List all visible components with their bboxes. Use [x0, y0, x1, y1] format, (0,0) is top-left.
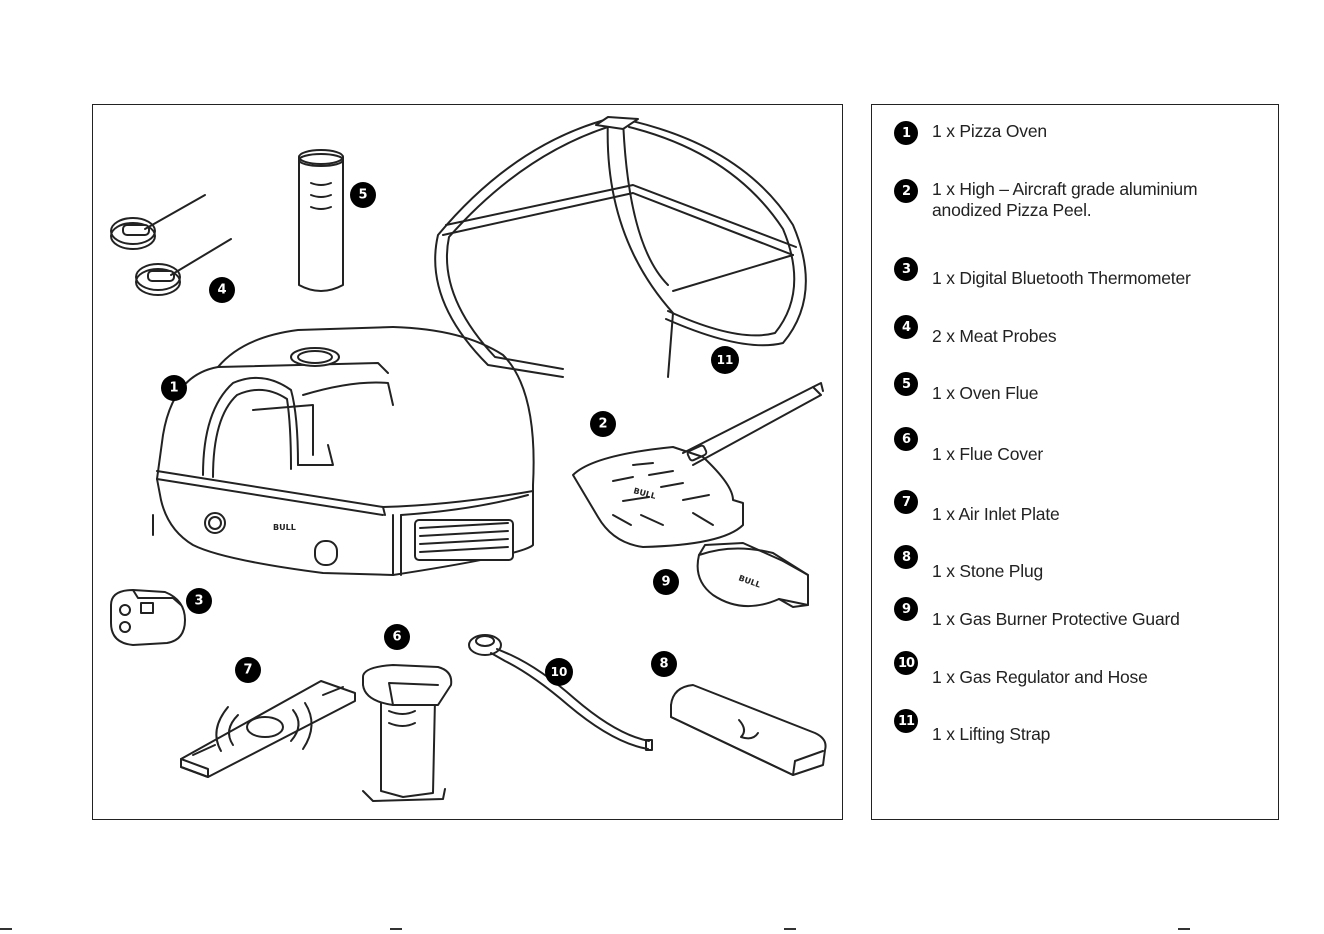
burner-guard-drawing — [696, 542, 809, 608]
badge-7-text: 7 — [243, 663, 252, 678]
badge-3-text: 3 — [194, 594, 203, 609]
parts-illustration: 11 — [110, 116, 827, 802]
badge-5-text: 5 — [358, 188, 367, 203]
list-number-badge: 3 — [894, 257, 918, 281]
list-item-text: 1 x Air Inlet Plate — [932, 504, 1060, 524]
stone-plug-drawing — [670, 684, 827, 776]
page-edge-mark — [1178, 928, 1190, 930]
list-item-text: 1 x Digital Bluetooth Thermometer — [932, 268, 1191, 288]
lifting-strap-drawing — [434, 116, 807, 378]
badge-1-text: 1 — [169, 381, 178, 396]
list-item-text: 1 x Lifting Strap — [932, 724, 1051, 744]
list-item-text: 1 x Pizza Oven — [932, 121, 1047, 141]
air-inlet-plate-drawing — [180, 680, 356, 778]
list-item-text: 1 x Gas Regulator and Hose — [932, 667, 1148, 687]
badge-8-text: 8 — [659, 657, 668, 672]
page-edge-mark — [784, 928, 796, 930]
list-number-badge: 9 — [894, 597, 918, 621]
pizza-peel-drawing — [572, 382, 824, 548]
badge-11-text: 11 — [717, 353, 734, 367]
badge-6-text: 6 — [392, 630, 401, 645]
list-item-text: 1 x Stone Plug — [932, 561, 1044, 581]
badge-4-text: 4 — [217, 283, 226, 298]
list-number-badge: 5 — [894, 372, 918, 396]
list-number-badge: 7 — [894, 490, 918, 514]
badge-5 — [350, 182, 376, 208]
diagram-badges: 1 2 3 4 5 6 7 8 9 10 — [161, 182, 679, 686]
meat-probes-drawing — [110, 194, 232, 296]
badge-4 — [209, 277, 235, 303]
list-item-text: 1 x Oven Flue — [932, 383, 1039, 403]
parts-list-panel: 1 1 x Pizza Oven 2 1 x High – Aircraft g… — [871, 104, 1279, 820]
pizza-oven-drawing — [152, 326, 535, 576]
parts-illustration-panel: 11 — [92, 104, 843, 820]
gas-regulator-drawing — [468, 634, 653, 751]
list-item-text: 1 x Gas Burner Protective Guard — [932, 609, 1180, 629]
list-number-badge: 4 — [894, 315, 918, 339]
badge-1 — [161, 375, 187, 401]
badge-10 — [545, 658, 573, 686]
list-number-badge: 1 — [894, 121, 918, 145]
badge-2 — [590, 411, 616, 437]
list-number-badge: 2 — [894, 179, 918, 203]
list-item-text: 2 x Meat Probes — [932, 326, 1057, 346]
badge-9-text: 9 — [661, 575, 670, 590]
badge-6 — [384, 624, 410, 650]
badge-9 — [653, 569, 679, 595]
badge-2-text: 2 — [598, 417, 607, 432]
list-number-badge: 6 — [894, 427, 918, 451]
page-edge-mark — [0, 928, 12, 930]
list-number-badge: 8 — [894, 545, 918, 569]
badge-3 — [186, 588, 212, 614]
badge-10-text: 10 — [551, 665, 568, 679]
list-item-text: 1 x Flue Cover — [932, 444, 1043, 464]
oven-flue-drawing — [298, 149, 344, 292]
thermometer-drawing — [110, 589, 186, 646]
badge-11-dot — [711, 346, 739, 374]
page-edge-mark — [390, 928, 402, 930]
oven-brand-logo: BULL — [273, 523, 296, 532]
list-number-badge: 10 — [894, 651, 918, 675]
list-item-text: 1 x High – Aircraft grade aluminium anod… — [932, 179, 1198, 220]
list-number-badge: 11 — [894, 709, 918, 733]
badge-7 — [235, 657, 261, 683]
flue-cover-drawing — [362, 664, 453, 802]
badge-8 — [651, 651, 677, 677]
